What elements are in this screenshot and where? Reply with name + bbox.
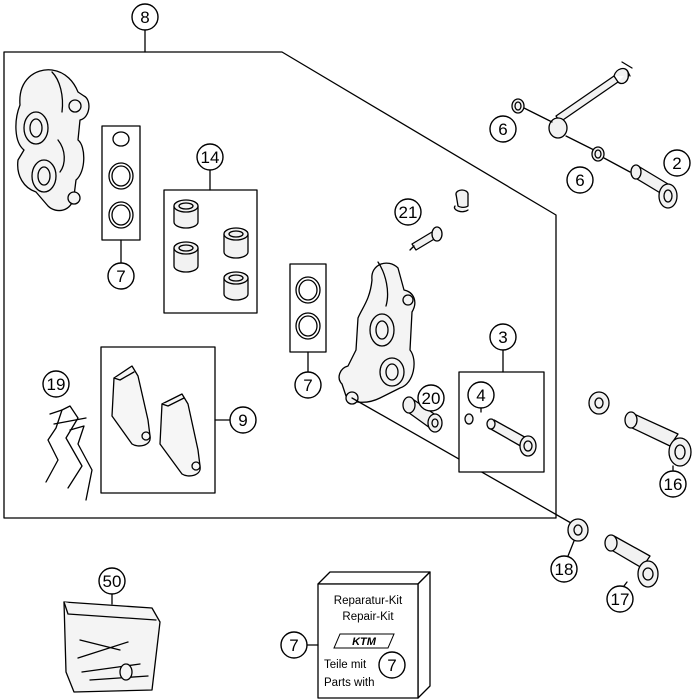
seal-ring-icon	[108, 162, 134, 190]
callout-number: 21	[399, 203, 418, 222]
seal-ring-group-box-middle	[289, 263, 327, 353]
callout-number: 6	[498, 120, 507, 139]
washer-icon	[588, 391, 610, 415]
callout-number: 7	[289, 636, 298, 655]
callout-c6a: 6	[489, 115, 517, 143]
nut-icon	[464, 413, 474, 425]
callout-number: 18	[555, 560, 574, 579]
seal-ring-group-box	[101, 125, 141, 241]
seal-ring-icon	[108, 201, 134, 229]
callout-c8: 8	[131, 3, 159, 31]
callout-number: 2	[672, 154, 681, 173]
callout-number: 16	[664, 475, 683, 494]
callout-number: 50	[103, 572, 122, 591]
callout-c21: 21	[394, 198, 422, 226]
brake-pad-icon	[111, 365, 151, 447]
callout-number: 7	[387, 656, 396, 675]
callout-c9: 9	[229, 406, 257, 434]
callout-number: 3	[498, 328, 507, 347]
callout-number: 7	[116, 267, 125, 286]
seal-ring-icon	[112, 131, 130, 147]
callout-number: 8	[140, 8, 149, 27]
callout-c20: 20	[417, 384, 445, 412]
svg-text:KTM: KTM	[352, 636, 377, 648]
callout-number: 19	[47, 375, 66, 394]
leader-17	[623, 581, 628, 587]
piston-icon	[223, 271, 249, 301]
bleeder-cap-icon	[453, 189, 469, 213]
callout-c16: 16	[659, 470, 687, 498]
piston-icon	[223, 227, 249, 259]
callout-number: 9	[238, 411, 247, 430]
callout-c50: 50	[98, 567, 126, 595]
callout-c7b: 7	[294, 371, 322, 399]
callout-c6b: 6	[566, 166, 594, 194]
bleeder-valve-icon	[409, 226, 443, 251]
pad-spring-icon	[45, 405, 93, 501]
callout-c17: 17	[606, 585, 634, 613]
piston-icon	[173, 199, 199, 229]
brake-caliper-icon	[338, 261, 416, 405]
kit-label-line2: Repair-Kit	[342, 611, 394, 623]
bolt-icon	[630, 164, 678, 209]
washer-icon	[511, 98, 525, 114]
callout-number: 7	[303, 376, 312, 395]
repair-kit-box	[317, 571, 431, 585]
ktm-logo-icon: KTM	[333, 633, 395, 649]
callout-c7c: 7	[280, 631, 308, 659]
caliper-housing-icon	[15, 69, 90, 212]
sleeve-icon	[402, 396, 443, 433]
caliper-bolt-icon	[624, 411, 692, 467]
kit-label-line1: Reparatur-Kit	[334, 595, 403, 607]
axle-pin-icon	[548, 61, 633, 139]
callout-c18: 18	[550, 555, 578, 583]
kit-label-line3: Teile mit	[324, 659, 367, 671]
callout-layer: 8 6 6 2 14 7 21 3 7 4 20 19 9 16 18 17 50 7 7	[42, 3, 691, 679]
washer-icon	[591, 146, 605, 162]
callout-c7d: 7	[378, 651, 406, 679]
parts-bag-icon	[63, 601, 161, 693]
callout-number: 14	[201, 148, 220, 167]
callout-c7a: 7	[107, 262, 135, 290]
brake-pad-icon	[159, 393, 201, 477]
kit-label-line4: Parts with	[324, 677, 375, 689]
callout-number: 4	[476, 386, 485, 405]
assembly-boundary	[3, 51, 557, 519]
callout-number: 20	[422, 389, 441, 408]
callout-c4: 4	[467, 381, 495, 409]
callout-c19: 19	[42, 370, 70, 398]
seal-ring-icon	[295, 276, 321, 304]
caliper-bolt-icon	[604, 534, 659, 588]
callout-number: 17	[611, 590, 630, 609]
piston-icon	[173, 241, 199, 273]
seal-ring-icon	[295, 312, 321, 340]
washer-icon	[567, 518, 589, 542]
callout-c2: 2	[663, 149, 691, 177]
callout-number: 6	[575, 171, 584, 190]
leader-18	[567, 540, 575, 557]
callout-c3: 3	[489, 323, 517, 351]
guide-bolt-icon	[486, 418, 537, 457]
callout-c14: 14	[196, 143, 224, 171]
